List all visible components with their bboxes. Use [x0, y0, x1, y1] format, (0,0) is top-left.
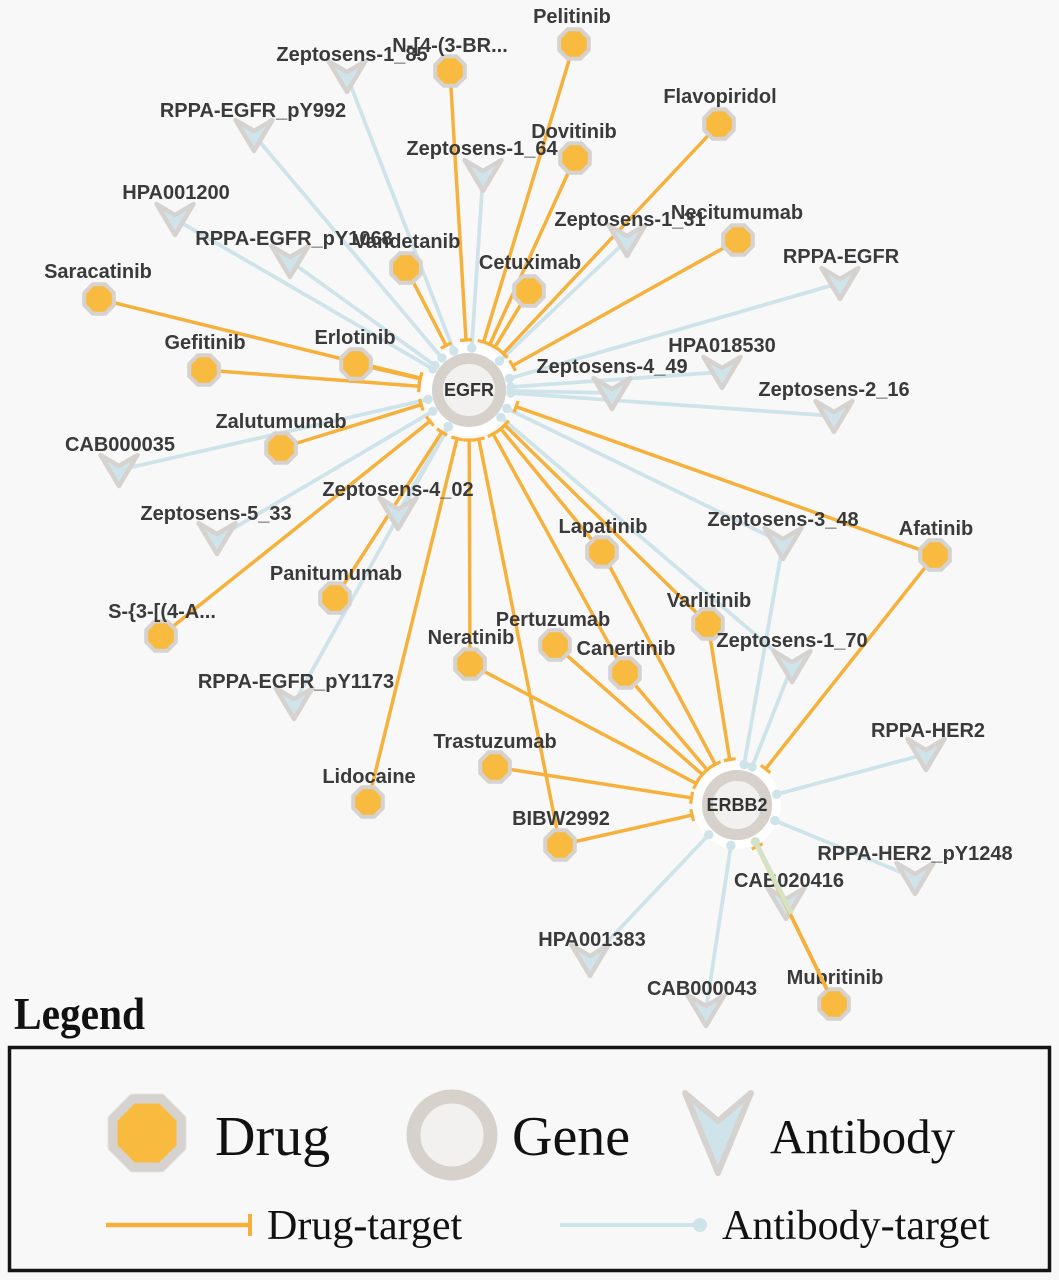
svg-text:Saracatinib: Saracatinib	[44, 261, 152, 283]
svg-text:Zeptosens-5_33: Zeptosens-5_33	[140, 503, 291, 525]
svg-text:Zalutumumab: Zalutumumab	[215, 411, 346, 433]
svg-text:Neratinib: Neratinib	[428, 627, 515, 649]
svg-text:Lapatinib: Lapatinib	[559, 516, 648, 538]
svg-text:RPPA-HER2_pY1248: RPPA-HER2_pY1248	[817, 843, 1012, 865]
svg-text:HPA018530: HPA018530	[668, 335, 775, 357]
svg-text:Gefitinib: Gefitinib	[164, 332, 245, 354]
svg-text:Panitumumab: Panitumumab	[270, 563, 402, 585]
svg-text:CAB000035: CAB000035	[65, 434, 175, 456]
svg-text:HPA001200: HPA001200	[122, 182, 229, 204]
svg-text:Lidocaine: Lidocaine	[322, 766, 415, 788]
svg-text:Zeptosens-2_16: Zeptosens-2_16	[758, 379, 909, 401]
svg-text:Legend: Legend	[14, 989, 145, 1039]
svg-text:CAB000043: CAB000043	[647, 978, 757, 1000]
svg-text:Gene: Gene	[512, 1106, 630, 1168]
svg-text:Cetuximab: Cetuximab	[479, 252, 581, 274]
svg-text:Antibody: Antibody	[770, 1109, 956, 1164]
svg-text:Varlitinib: Varlitinib	[667, 590, 751, 612]
svg-text:Pertuzumab: Pertuzumab	[496, 609, 610, 631]
svg-text:RPPA-HER2: RPPA-HER2	[871, 720, 985, 742]
svg-text:RPPA-EGFR_pY1068: RPPA-EGFR_pY1068	[195, 228, 392, 250]
svg-text:Zeptosens-4_02: Zeptosens-4_02	[322, 479, 473, 501]
svg-text:Zeptosens-1_85: Zeptosens-1_85	[276, 44, 427, 66]
svg-text:Zeptosens-1_64: Zeptosens-1_64	[406, 138, 558, 160]
svg-text:EGFR: EGFR	[444, 380, 494, 400]
svg-text:Zeptosens-1_70: Zeptosens-1_70	[716, 630, 867, 652]
svg-text:N-[4-(3-BR...: N-[4-(3-BR...	[392, 35, 508, 57]
svg-text:Dovitinib: Dovitinib	[531, 121, 617, 143]
svg-text:Necitumumab: Necitumumab	[671, 202, 803, 224]
svg-text:Pelitinib: Pelitinib	[533, 6, 611, 28]
svg-text:Erlotinib: Erlotinib	[314, 327, 395, 349]
svg-text:S-{3-[(4-A...: S-{3-[(4-A...	[108, 601, 216, 623]
svg-text:BIBW2992: BIBW2992	[512, 808, 610, 830]
svg-text:Vandetanib: Vandetanib	[354, 231, 461, 253]
svg-text:Zeptosens-1_31: Zeptosens-1_31	[554, 209, 705, 231]
svg-text:Drug: Drug	[215, 1106, 330, 1168]
svg-text:RPPA-EGFR_pY1173: RPPA-EGFR_pY1173	[198, 671, 394, 693]
svg-text:Zeptosens-3_48: Zeptosens-3_48	[707, 509, 858, 531]
svg-text:Antibody-target: Antibody-target	[722, 1203, 990, 1249]
svg-text:Zeptosens-4_49: Zeptosens-4_49	[536, 356, 687, 378]
svg-text:Afatinib: Afatinib	[899, 518, 973, 540]
svg-text:Drug-target: Drug-target	[267, 1203, 462, 1249]
svg-text:Canertinib: Canertinib	[577, 638, 676, 660]
svg-text:RPPA-EGFR_pY992: RPPA-EGFR_pY992	[160, 100, 346, 122]
svg-text:CAB020416: CAB020416	[734, 870, 844, 892]
svg-text:ERBB2: ERBB2	[706, 795, 767, 815]
svg-text:Trastuzumab: Trastuzumab	[433, 731, 556, 753]
svg-text:Flavopiridol: Flavopiridol	[663, 86, 776, 108]
svg-text:RPPA-EGFR: RPPA-EGFR	[783, 246, 900, 268]
svg-text:HPA001383: HPA001383	[538, 929, 645, 951]
svg-text:Mubritinib: Mubritinib	[787, 967, 884, 989]
